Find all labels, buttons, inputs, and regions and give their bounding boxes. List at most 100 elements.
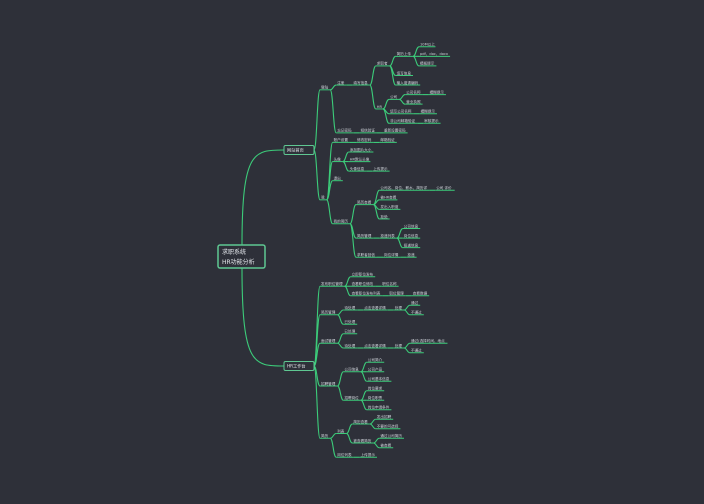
topic-label[interactable]: 注册 <box>337 80 345 85</box>
topic-label[interactable]: 被HR查看 <box>380 195 396 200</box>
topic-label[interactable]: 简历管理 <box>321 310 336 315</box>
topic-label[interactable]: 查看职位发布列表 <box>352 291 381 296</box>
topic-label[interactable]: 发出招聘 <box>377 414 392 419</box>
topic-label[interactable]: 登陆 <box>321 85 329 90</box>
topic-label[interactable]: 添加图片大小 <box>350 147 372 152</box>
topic-label[interactable]: 简历 <box>321 433 329 438</box>
topic-label[interactable]: 上传提示 <box>373 166 388 171</box>
topic-label[interactable]: 填写公司名称 <box>390 109 412 114</box>
topic-label[interactable]: 不要的可选择 <box>377 424 399 429</box>
topic-label[interactable]: 岗位要求 <box>368 386 383 391</box>
topic-label[interactable]: 岗位列表 <box>337 452 352 457</box>
topic-label[interactable]: 修改密码 <box>357 137 372 142</box>
topic-label[interactable]: 上传提示 <box>361 452 376 457</box>
topic-label[interactable]: 不通过 <box>411 348 422 353</box>
branch-connector <box>369 423 376 430</box>
topic-label[interactable]: 职位名称 <box>382 281 397 286</box>
topic-label[interactable]: 通过(选择时间、地点 <box>411 338 445 343</box>
branch-title: HR工作台 <box>287 363 306 370</box>
topic-label[interactable]: 岗位职责 <box>368 395 383 400</box>
topic-label[interactable]: 已处理 <box>344 319 355 324</box>
topic-label[interactable]: 公司简介 <box>368 357 383 362</box>
topic-label[interactable]: 公司 <box>390 94 398 99</box>
topic-label[interactable]: 发出入职邀 <box>380 204 398 209</box>
branch-website-home[interactable]: 网站首页 <box>283 145 315 155</box>
branch-connector <box>389 65 397 86</box>
topic-label[interactable]: 公司产品 <box>368 367 383 372</box>
topic-label[interactable]: 处理 <box>395 343 403 348</box>
topic-label[interactable]: 审核提示 <box>424 118 439 123</box>
topic-label[interactable]: 我的简历 <box>334 219 349 224</box>
topic-label[interactable]: 退出 <box>334 175 342 180</box>
topic-label[interactable]: 查看职位修改 <box>352 281 374 286</box>
topic-label[interactable]: 重新设置密码 <box>384 128 406 133</box>
branch-hr-workbench[interactable]: HR工作台 <box>283 361 315 371</box>
topic-label[interactable]: 通过 <box>411 300 419 305</box>
topic-label[interactable]: 通过公司简历 <box>380 433 402 438</box>
topic-label[interactable]: 待处理 <box>344 305 355 310</box>
topic-label[interactable]: 填写信息 <box>353 80 368 85</box>
topic-label[interactable]: 被查看 <box>380 443 391 448</box>
topic-label[interactable]: 不通过 <box>411 310 422 315</box>
topic-label[interactable]: 模板提示 <box>420 61 435 66</box>
topic-label[interactable]: 拒绝 <box>380 214 388 219</box>
topic-label[interactable]: 模糊提示 <box>430 89 445 94</box>
topic-label[interactable]: 公司名称 <box>406 89 421 94</box>
topic-label[interactable]: 点击查看详情 <box>364 343 386 348</box>
topic-label[interactable]: 查看数据 <box>413 291 428 296</box>
topic-label[interactable]: 发布职位管理 <box>321 281 343 286</box>
branch-connector <box>349 204 357 225</box>
topic-label[interactable]: 公司信息 <box>404 223 419 228</box>
branch-connector <box>346 423 353 435</box>
topic-label[interactable]: 被查看简历 <box>353 438 371 443</box>
topic-label[interactable]: 求职者回信 <box>357 252 375 257</box>
topic-label[interactable]: 10M以上 <box>420 42 435 47</box>
topic-label[interactable]: 忘记密码 <box>337 128 352 133</box>
topic-label[interactable]: 我 <box>321 195 325 200</box>
topic-label[interactable]: 招聘岗位 <box>344 395 359 400</box>
topic-label[interactable]: 简历查看 <box>357 199 372 204</box>
topic-label[interactable]: 求职者 <box>377 61 388 66</box>
topic-label[interactable]: 账户设置 <box>334 137 349 142</box>
topic-label[interactable]: 公司基本信息 <box>368 376 390 381</box>
topic-label[interactable]: 岗位详情 <box>384 252 399 257</box>
topic-label[interactable]: 输入邀请编码 <box>397 80 419 85</box>
topic-label[interactable]: 已处理 <box>344 329 355 334</box>
branch-connector <box>382 108 390 124</box>
branch-connector <box>360 390 368 401</box>
topic-label[interactable]: 公司信息 <box>344 367 359 372</box>
topic-label[interactable]: 投递信息 <box>404 242 419 247</box>
topic-label[interactable]: 简历查看 <box>353 419 368 424</box>
topic-label[interactable]: 投递 <box>407 252 415 257</box>
topic-label[interactable]: 处理 <box>395 305 403 310</box>
topic-label[interactable]: HR默认头像 <box>350 156 370 161</box>
topic-label[interactable]: 列表 <box>337 428 345 433</box>
topic-label[interactable]: 立即职位发布 <box>352 272 374 277</box>
topic-label[interactable]: 填写信息 <box>397 70 412 75</box>
topic-label[interactable]: 简历上传 <box>397 51 412 56</box>
topic-label[interactable]: 待处理 <box>344 343 355 348</box>
topic-label[interactable]: HR <box>377 105 383 109</box>
topic-label[interactable]: 点击查看详情 <box>364 305 386 310</box>
topic-label[interactable]: 公司 评价 <box>436 185 452 190</box>
topic-label[interactable]: 投递列表 <box>380 233 395 238</box>
branch-connector <box>403 309 411 316</box>
topic-label[interactable]: 简历管理 <box>357 233 372 238</box>
topic-label[interactable]: 公司名、岗位、薪水、简历详 <box>380 185 427 190</box>
topic-label[interactable]: pdf、doc、docx <box>420 52 449 56</box>
topic-label[interactable]: 头像 <box>334 156 342 161</box>
topic-label[interactable]: 职位管理 <box>389 291 404 296</box>
topic-label[interactable]: 岗位信息 <box>404 233 419 238</box>
topic-label[interactable]: 邮箱验证 <box>380 137 395 142</box>
topic-label[interactable]: 面试管理 <box>321 338 336 343</box>
topic-label[interactable]: 营业执照 <box>406 99 421 104</box>
branch-connector <box>344 285 351 297</box>
topic-label[interactable]: 非公司邮箱验证 <box>390 118 416 123</box>
topic-label[interactable]: 短信验证 <box>361 128 376 133</box>
topic-label[interactable]: 岗位申请条件 <box>368 405 390 410</box>
topic-label[interactable]: 招聘管理 <box>321 381 336 386</box>
topic-label[interactable]: 头像信息 <box>350 166 365 171</box>
topic-label[interactable]: 模糊提示 <box>421 109 436 114</box>
root-node[interactable]: 求职系统 HR功能分析 <box>217 244 266 269</box>
mind-map-nodes: 网站首页 登陆 注册 填写信息 求职者 简历上传 10M以上 pdf、doc、docx 模板提示… <box>283 42 452 457</box>
